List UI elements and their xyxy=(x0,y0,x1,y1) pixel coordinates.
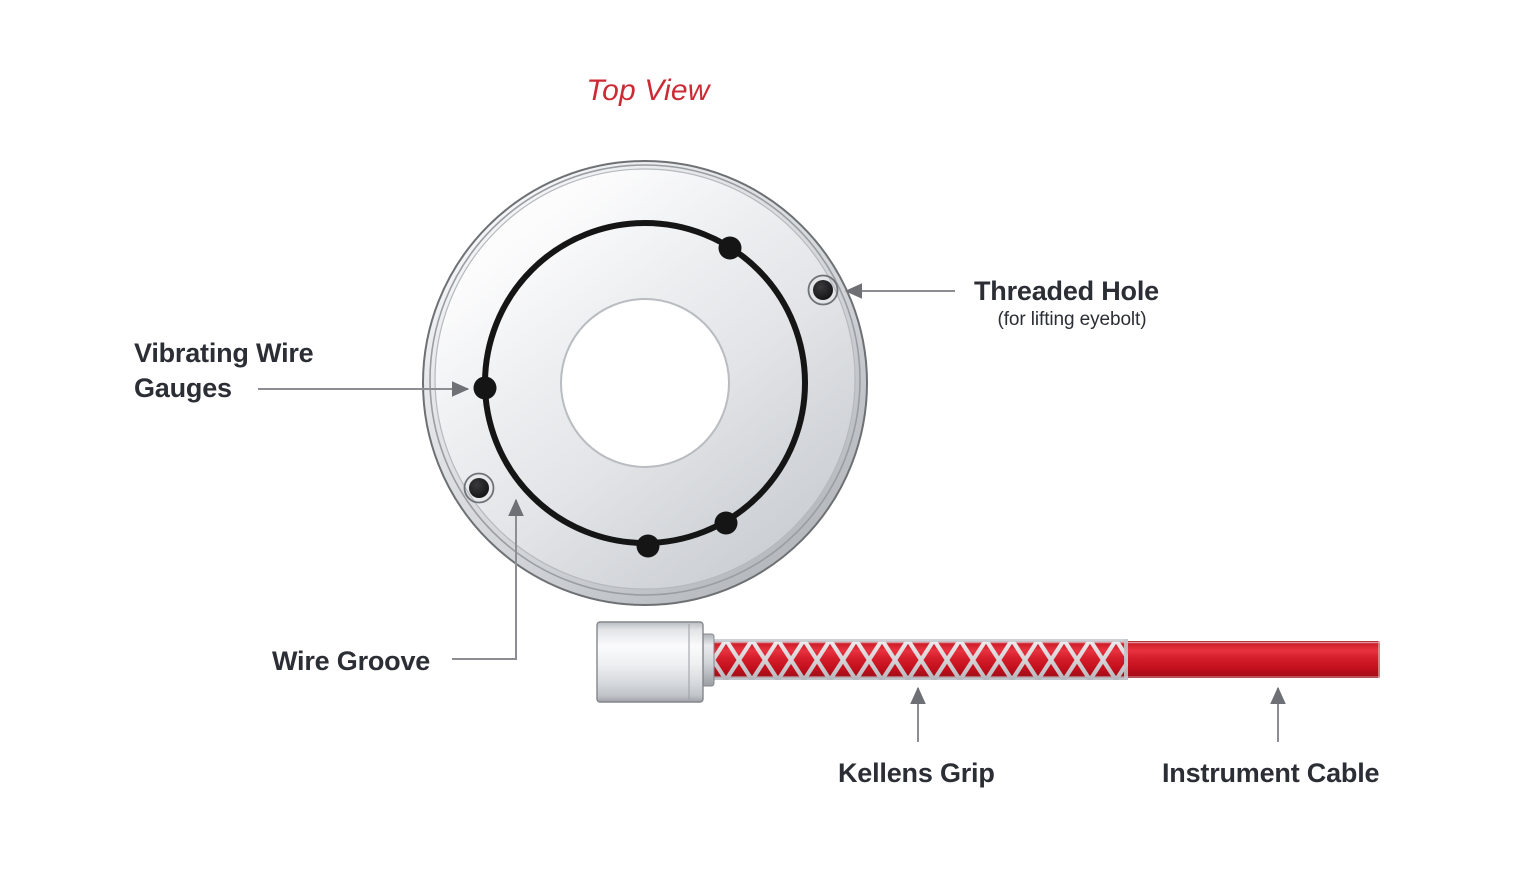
instrument-cable-assembly xyxy=(596,621,1380,703)
threaded-holes xyxy=(463,274,839,504)
disc-rim-line-outer xyxy=(429,164,861,596)
cable-gland-body xyxy=(596,621,704,703)
threaded-hole xyxy=(807,274,839,306)
threaded-hole xyxy=(463,472,495,504)
label-threaded-hole-sub: (for lifting eyebolt) xyxy=(998,309,1147,330)
label-threaded-hole: Threaded Hole xyxy=(974,276,1159,306)
vibrating-wire-gauge-dots xyxy=(473,236,742,558)
label-kellens-grip: Kellens Grip xyxy=(838,758,995,788)
label-instrument-cable: Instrument Cable xyxy=(1162,758,1380,788)
load-cell-disc xyxy=(422,160,868,606)
leader-lines xyxy=(258,283,1286,742)
kellens-grip xyxy=(710,639,1128,680)
gauge-dot xyxy=(714,511,738,535)
gauge-dot xyxy=(718,236,742,260)
label-wire-groove: Wire Groove xyxy=(272,646,430,676)
instrument-cable xyxy=(700,641,1380,678)
leader-wire-groove xyxy=(452,498,524,660)
gauge-dot xyxy=(636,534,660,558)
label-vibrating-wire-gauges-line2: Gauges xyxy=(134,373,232,403)
label-vibrating-wire-gauges-line1: Vibrating Wire xyxy=(134,338,314,368)
gauge-dot xyxy=(473,376,497,400)
center-bore xyxy=(560,298,730,468)
figure-title: Top View xyxy=(586,74,711,107)
